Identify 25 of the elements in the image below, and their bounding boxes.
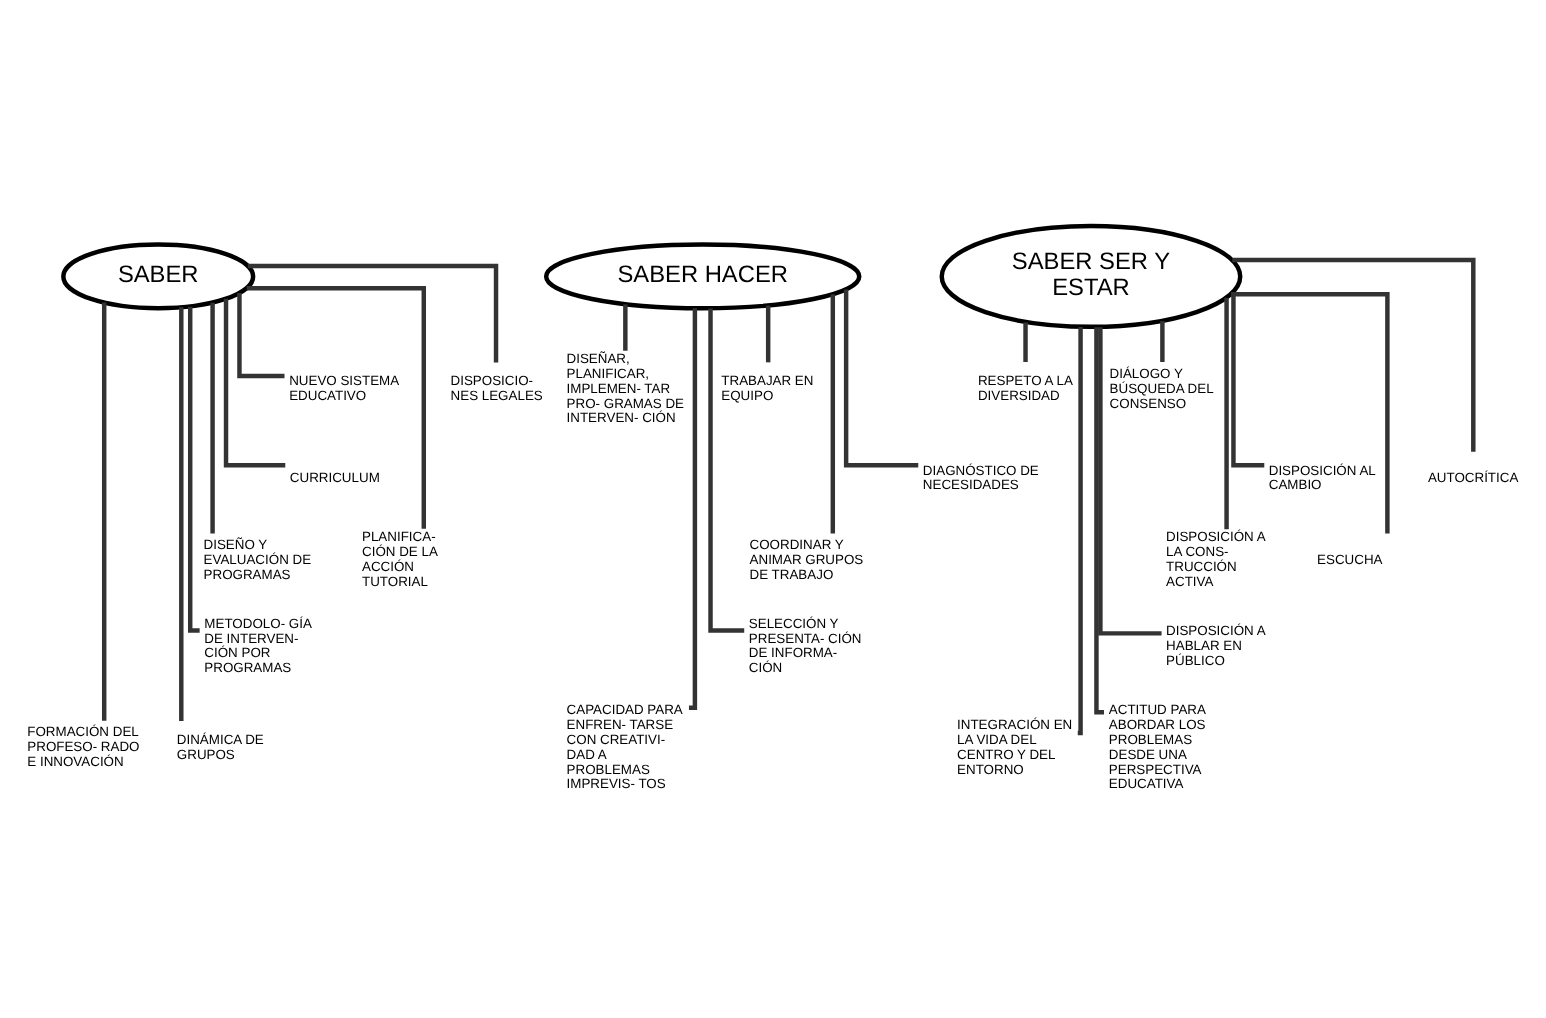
connector <box>247 262 499 362</box>
connector <box>1232 256 1476 451</box>
connector <box>210 301 215 533</box>
connector <box>101 301 107 720</box>
connector <box>223 297 286 467</box>
connector <box>179 306 184 721</box>
connector <box>188 305 200 632</box>
connector <box>1224 296 1229 529</box>
connector <box>1160 320 1165 361</box>
connector <box>1076 326 1083 735</box>
connector <box>246 285 426 528</box>
connector <box>1023 321 1028 361</box>
connector <box>688 307 698 709</box>
connector <box>237 291 285 378</box>
node-ellipse: SABER HACER <box>543 241 862 310</box>
connector <box>830 293 836 533</box>
connector <box>843 288 919 467</box>
node-ellipse: SABER <box>61 241 256 310</box>
node-ellipse: SABER SER Y ESTAR <box>939 222 1243 329</box>
connector <box>1098 326 1162 635</box>
connector <box>1231 290 1265 467</box>
connector <box>765 304 771 362</box>
connector <box>1230 290 1390 533</box>
connector <box>623 303 628 350</box>
connector <box>1094 326 1104 714</box>
